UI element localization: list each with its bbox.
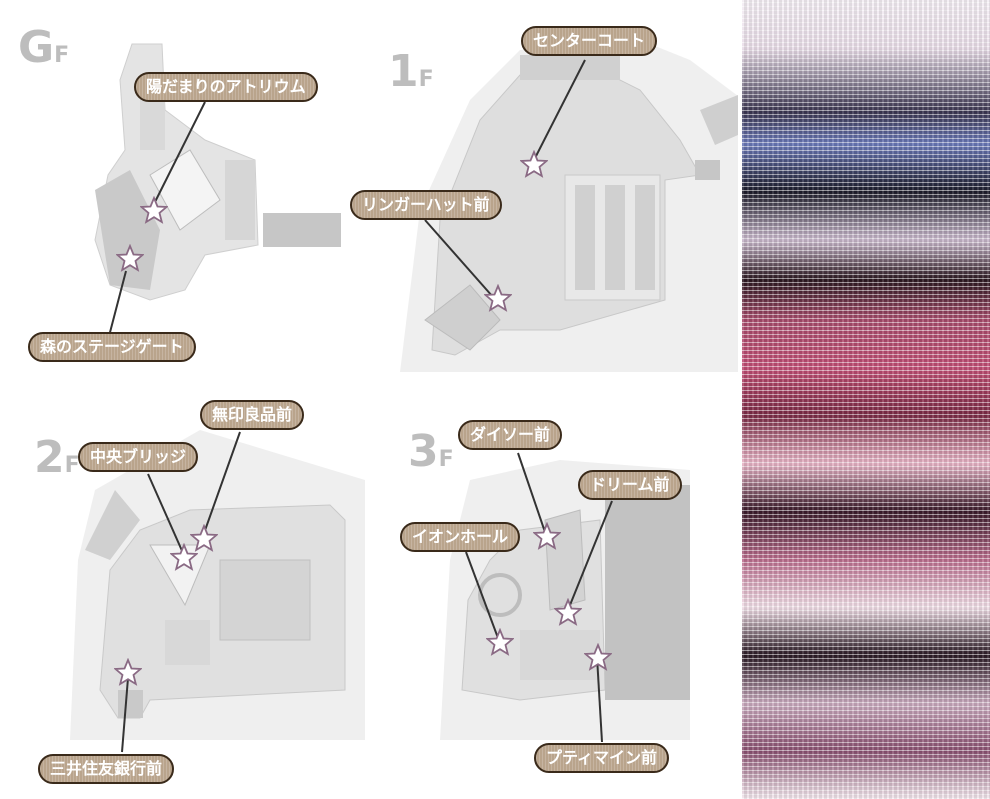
label-center-court[interactable]: センターコート bbox=[521, 26, 658, 56]
label-aeon-hall[interactable]: イオンホール bbox=[400, 522, 521, 552]
star-marker-dream-mae[interactable] bbox=[554, 598, 582, 626]
label-pretty-main-mae[interactable]: プティマイン前 bbox=[534, 743, 670, 773]
floor-label-3f: 3F bbox=[408, 426, 454, 477]
star-marker-mitsui-sumitomo-mae[interactable] bbox=[114, 658, 142, 686]
venue-photo bbox=[742, 0, 990, 799]
gf-floor-plan bbox=[94, 43, 341, 301]
floor-plans bbox=[70, 40, 738, 753]
star-marker-ringer-hut-mae[interactable] bbox=[484, 284, 512, 312]
star-marker-muji-mae[interactable] bbox=[190, 524, 218, 552]
label-muji-mae[interactable]: 無印良品前 bbox=[200, 400, 305, 430]
label-ringer-hut-mae[interactable]: リンガーハット前 bbox=[350, 190, 502, 220]
floor-map-area: GF 1F 2F 3F 陽だまりのアトリウム 森のステージゲート センターコート… bbox=[18, 22, 738, 784]
star-marker-hidamari-atrium[interactable] bbox=[140, 196, 168, 224]
star-marker-aeon-hall[interactable] bbox=[486, 628, 514, 656]
2f-floor-plan bbox=[70, 430, 365, 740]
star-marker-daiso-mae[interactable] bbox=[533, 522, 561, 550]
label-mori-stage-gate[interactable]: 森のステージゲート bbox=[28, 332, 196, 362]
label-mitsui-sumitomo-mae[interactable]: 三井住友銀行前 bbox=[38, 754, 175, 784]
floor-label-2f: 2F bbox=[34, 432, 80, 483]
star-marker-chuo-bridge[interactable] bbox=[170, 543, 198, 571]
label-daiso-mae[interactable]: ダイソー前 bbox=[458, 420, 563, 450]
label-dream-mae[interactable]: ドリーム前 bbox=[578, 470, 682, 500]
1f-floor-plan bbox=[400, 40, 738, 372]
floor-label-1f: 1F bbox=[388, 46, 434, 97]
star-marker-pretty-main-mae[interactable] bbox=[584, 643, 612, 671]
leader-lines bbox=[107, 59, 613, 753]
star-marker-mori-stage-gate[interactable] bbox=[116, 244, 144, 272]
label-hidamari-atrium[interactable]: 陽だまりのアトリウム bbox=[134, 72, 318, 102]
floor-label-gf: GF bbox=[18, 22, 70, 73]
star-marker-center-court[interactable] bbox=[520, 150, 548, 178]
label-chuo-bridge[interactable]: 中央ブリッジ bbox=[78, 442, 199, 472]
